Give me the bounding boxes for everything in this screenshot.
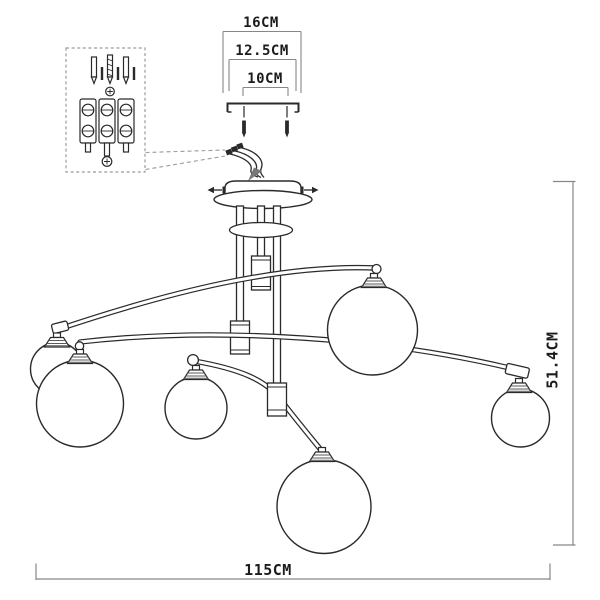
dim-10cm-bracket bbox=[242, 86, 289, 96]
globes bbox=[29, 272, 551, 555]
globe-fitter bbox=[66, 348, 94, 365]
width-dimension-label: 115CM bbox=[244, 561, 292, 579]
mount-width-mid-label: 12.5CM bbox=[235, 43, 289, 59]
pin-icons bbox=[100, 67, 136, 80]
globe-right-large bbox=[326, 284, 419, 376]
hardware-box-border bbox=[65, 47, 146, 173]
terminal-block bbox=[117, 98, 135, 153]
dim-16cm-bracket bbox=[222, 30, 302, 93]
leader-lines bbox=[145, 149, 226, 171]
screw-icon bbox=[90, 56, 98, 86]
ball-joint bbox=[186, 353, 200, 367]
globe-fitter bbox=[360, 272, 388, 289]
globe-fitter bbox=[182, 364, 210, 381]
mounting-screw-tip bbox=[241, 132, 290, 138]
mounting-bar bbox=[226, 102, 300, 138]
mounting-screw-body bbox=[242, 120, 289, 132]
end-cap-right bbox=[504, 362, 530, 379]
height-dimension-label: 51.4CM bbox=[544, 331, 562, 388]
spacer-disc bbox=[228, 221, 294, 239]
ceiling-canopy bbox=[213, 180, 313, 210]
mount-width-outer-label: 16CM bbox=[243, 15, 279, 31]
screw-head-icon bbox=[105, 86, 115, 97]
canopy-side-screw-arrows bbox=[207, 186, 319, 194]
height-dimension-line bbox=[553, 180, 576, 546]
mount-dimension-lines bbox=[222, 30, 302, 96]
dim-12-5cm-bracket bbox=[228, 58, 297, 91]
terminal-block bbox=[98, 98, 116, 157]
globe-center-left bbox=[164, 376, 228, 440]
terminal-block bbox=[79, 98, 97, 153]
mounting-screw-shank bbox=[243, 106, 288, 118]
width-dimension-line bbox=[35, 563, 551, 580]
mount-width-inner-label: 10CM bbox=[247, 71, 283, 87]
wire-entry-wedge bbox=[248, 167, 262, 181]
globe-fitter bbox=[505, 377, 533, 394]
mounting-hardware-box bbox=[65, 47, 146, 173]
screw-head-icon bbox=[101, 156, 113, 167]
arm-long bbox=[77, 332, 525, 374]
end-cap-left bbox=[50, 320, 70, 335]
arm-end-caps bbox=[50, 263, 530, 379]
globe-fitter bbox=[308, 446, 336, 463]
wire-connector-tips bbox=[225, 142, 244, 156]
globe-bottom-center bbox=[276, 458, 372, 555]
globe-front-left bbox=[35, 359, 125, 448]
globe-fitter bbox=[43, 332, 71, 348]
ball-joint bbox=[371, 263, 382, 275]
arm-hub-lower bbox=[266, 382, 288, 417]
threaded-screw-icon bbox=[106, 54, 114, 86]
screw-icon bbox=[122, 56, 130, 86]
arm-upper bbox=[59, 264, 379, 331]
globe-far-right bbox=[490, 388, 551, 448]
